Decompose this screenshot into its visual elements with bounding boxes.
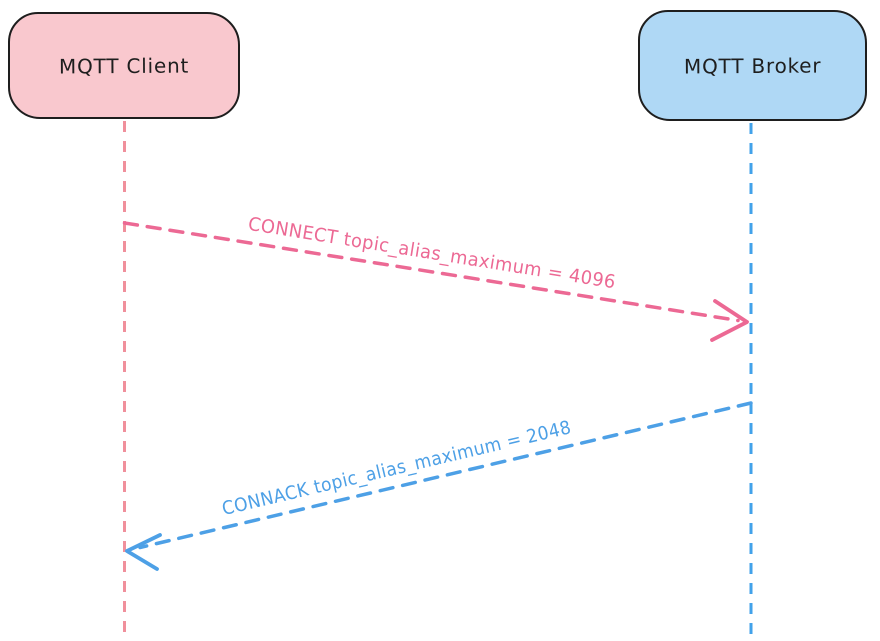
connect-arrowhead-icon: [710, 299, 749, 342]
actor-box-mqtt-broker: MQTT Broker: [638, 10, 867, 121]
connack-arrowhead-icon: [125, 533, 162, 571]
connect-arrow-line: [122, 221, 740, 323]
connack-message-label: CONNACK topic_alias_maximum = 2048: [220, 417, 573, 520]
connack-arrow-line: [138, 401, 753, 550]
connect-message-label: CONNECT topic_alias_maximum = 4096: [247, 214, 618, 294]
actor-box-mqtt-client: MQTT Client: [8, 12, 240, 119]
